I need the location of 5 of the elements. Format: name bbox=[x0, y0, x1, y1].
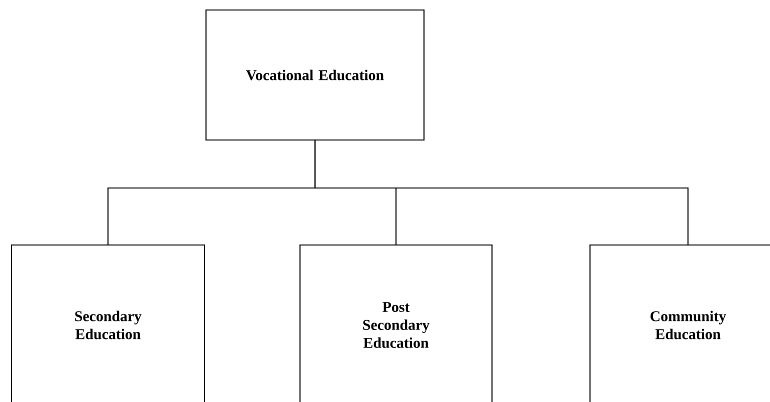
process-box: Secondary Education bbox=[10, 244, 206, 402]
connector-line bbox=[314, 140, 689, 244]
process-box: Community Education bbox=[589, 244, 770, 402]
process-box: Post Secondary Education bbox=[299, 244, 493, 402]
process-box: Vocational Education bbox=[205, 9, 425, 141]
